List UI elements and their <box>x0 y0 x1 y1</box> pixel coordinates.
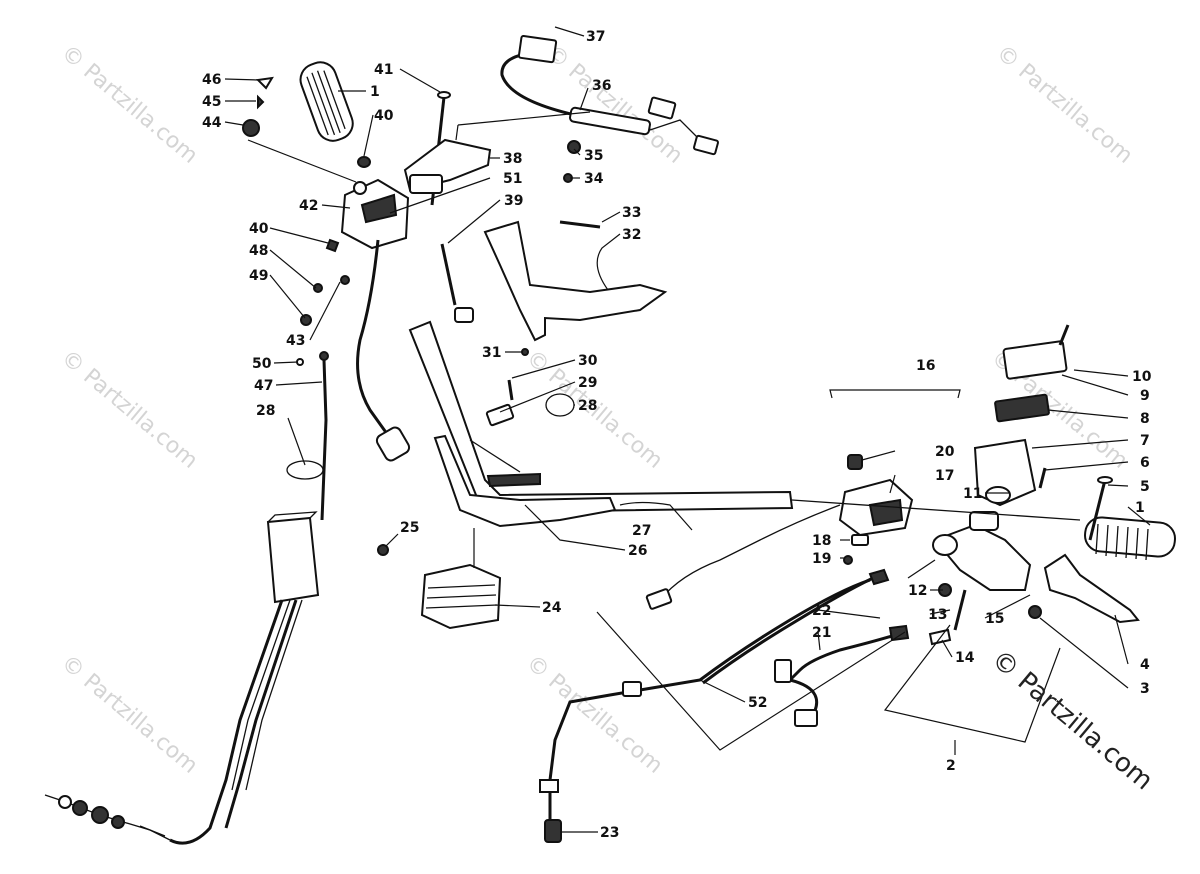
callout-51: 51 <box>503 171 522 187</box>
throttle-housing <box>340 178 410 250</box>
watermark: © Partzilla.com <box>991 40 1137 168</box>
wiring-harness <box>500 34 719 156</box>
callout-29: 29 <box>578 375 597 391</box>
callout-50: 50 <box>252 356 272 372</box>
callout-40: 40 <box>249 221 269 237</box>
callout-34: 34 <box>584 171 604 187</box>
callout-44: 44 <box>202 115 222 131</box>
part-drawings <box>44 34 1176 845</box>
callout-38: 38 <box>503 151 522 167</box>
callout-1: 1 <box>370 84 380 100</box>
part-45 <box>257 94 265 110</box>
callout-12: 12 <box>908 583 927 599</box>
callout-39: 39 <box>504 193 523 209</box>
callout-16: 16 <box>916 358 935 374</box>
callout-4: 4 <box>1140 657 1150 673</box>
part-46 <box>255 76 274 90</box>
copyright-notice: © Partzilla.com <box>986 644 1159 796</box>
callout-28: 28 <box>578 398 597 414</box>
part-44 <box>242 119 260 137</box>
callout-1: 1 <box>1135 500 1145 516</box>
callout-52: 52 <box>748 695 767 711</box>
part-39 <box>440 243 457 306</box>
callout-15: 15 <box>985 611 1004 627</box>
callout-42: 42 <box>299 198 318 214</box>
throttle-cable <box>356 239 397 446</box>
callout-46: 46 <box>202 72 221 88</box>
callout-18: 18 <box>812 533 831 549</box>
callout-48: 48 <box>249 243 268 259</box>
nut-40 <box>357 156 371 168</box>
callout-23: 23 <box>600 825 619 841</box>
callout-13: 13 <box>928 607 947 623</box>
watermark: © Partzilla.com <box>56 345 202 473</box>
callout-25: 25 <box>400 520 419 536</box>
callout-43: 43 <box>286 333 305 349</box>
callout-37: 37 <box>586 29 605 45</box>
brake-hose <box>539 504 952 843</box>
callout-28: 28 <box>256 403 275 419</box>
callout-24: 24 <box>542 600 562 616</box>
left-grip <box>299 61 354 142</box>
handlebar <box>408 320 794 528</box>
watermark: © Partzilla.com <box>56 40 202 168</box>
callout-35: 35 <box>584 148 603 164</box>
callout-5: 5 <box>1140 479 1150 495</box>
callout-3: 3 <box>1140 681 1150 697</box>
callout-30: 30 <box>578 353 598 369</box>
leader-lines <box>224 26 1151 833</box>
callout-40: 40 <box>374 108 394 124</box>
callout-22: 22 <box>812 603 831 619</box>
callout-2: 2 <box>946 758 956 774</box>
callout-9: 9 <box>1140 388 1150 404</box>
callout-32: 32 <box>622 227 641 243</box>
callout-27: 27 <box>632 523 651 539</box>
callout-labels: 1 1 2 3 4 5 6 7 8 9 10 11 12 13 14 15 16… <box>202 29 1152 841</box>
callout-33: 33 <box>622 205 641 221</box>
callout-10: 10 <box>1132 369 1152 385</box>
callout-6: 6 <box>1140 455 1150 471</box>
watermark: © Partzilla.com <box>56 650 202 778</box>
callout-17: 17 <box>935 468 954 484</box>
callout-21: 21 <box>812 625 831 641</box>
throttle-module <box>44 511 320 845</box>
callout-8: 8 <box>1140 411 1150 427</box>
callout-14: 14 <box>955 650 975 666</box>
callout-7: 7 <box>1140 433 1150 449</box>
handlebar-pad <box>483 220 668 342</box>
hand-warmer-unit <box>420 563 502 630</box>
callout-36: 36 <box>592 78 611 94</box>
callout-45: 45 <box>202 94 221 110</box>
callout-41: 41 <box>374 62 393 78</box>
callout-31: 31 <box>482 345 501 361</box>
switch-housing <box>838 454 914 565</box>
right-grip <box>1084 476 1176 561</box>
callout-47: 47 <box>254 378 273 394</box>
callout-20: 20 <box>935 444 955 460</box>
callout-19: 19 <box>812 551 831 567</box>
callout-11: 11 <box>963 486 982 502</box>
master-cylinder <box>973 324 1070 507</box>
brake-lever-assembly <box>932 511 1140 631</box>
callout-49: 49 <box>249 268 268 284</box>
callout-26: 26 <box>628 543 647 559</box>
watermark: © Partzilla.com <box>521 650 667 778</box>
